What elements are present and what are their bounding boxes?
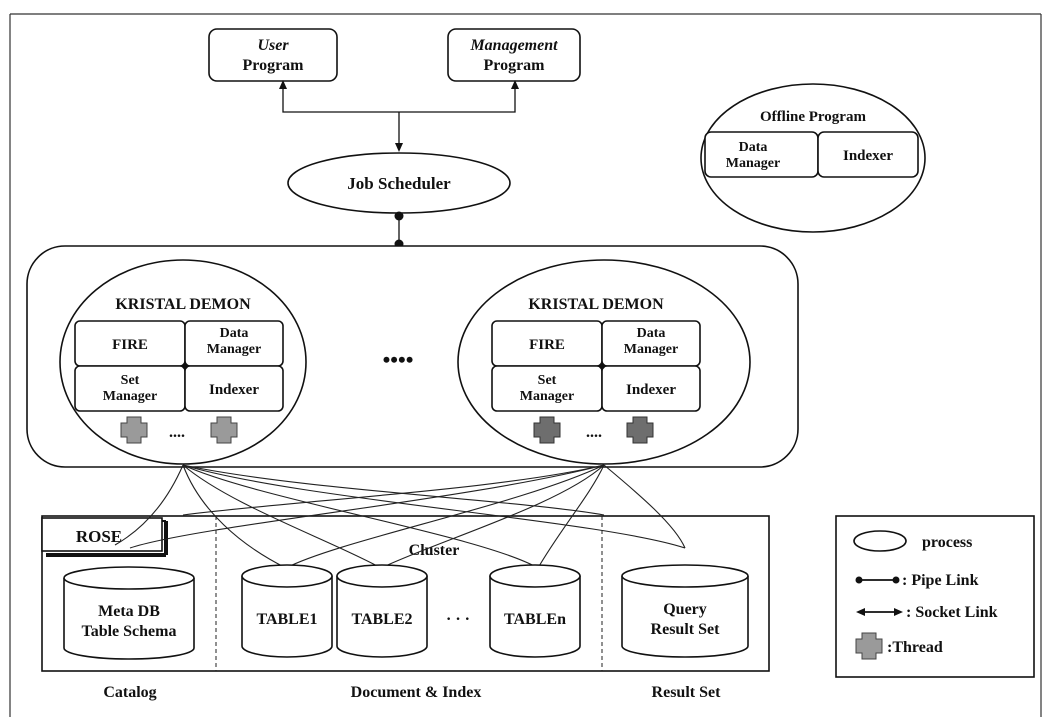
legend-pipe-symbol (855, 576, 900, 584)
demon1-indexer-box (184, 365, 284, 412)
demon1-set-manager-line2: Manager (103, 389, 157, 404)
legend-process: process (922, 534, 972, 551)
offline-indexer-box (817, 131, 919, 178)
management-program-line1: Management (469, 37, 558, 54)
pipe-link-scheduler (394, 211, 404, 249)
section-document-index: Document & Index (351, 684, 482, 701)
demon2-data-manager-line2: Manager (624, 342, 678, 357)
storage-frame (41, 515, 770, 672)
demon2-data-manager-line1: Data (637, 326, 666, 341)
socket-link-curves (114, 464, 686, 569)
cluster-label: Cluster (409, 542, 460, 559)
user-program-box: User Program (208, 28, 338, 82)
legend-process-symbol (853, 530, 907, 552)
section-catalog: Catalog (103, 684, 156, 701)
table2-label: TABLE2 (351, 611, 412, 628)
demon2-indexer-box (601, 365, 701, 412)
demon1-fire: FIRE (112, 337, 148, 353)
demon1-title: KRISTAL DEMON (115, 296, 251, 313)
thread-icon (855, 632, 883, 660)
demon2-thread-dots: .... (586, 424, 602, 441)
user-program-line2: Program (242, 57, 304, 74)
offline-program-process: Offline Program Data Manager Indexer (700, 83, 926, 233)
demon1-data-manager-line1: Data (220, 326, 249, 341)
rose-box: ROSE (41, 517, 168, 557)
meta-db-cylinder: Meta DB Table Schema (63, 566, 195, 660)
demon2-fire: FIRE (529, 337, 565, 353)
thread-icon (120, 416, 148, 444)
thread-icon (533, 416, 561, 444)
user-program-line1: User (257, 37, 289, 54)
meta-db-line2: Table Schema (82, 623, 177, 640)
demon1-thread-dots: .... (169, 424, 185, 441)
management-program-box: Management Program (447, 28, 581, 82)
demon1-indexer: Indexer (209, 382, 259, 398)
table1-label: TABLE1 (256, 611, 317, 628)
tablen-cylinder: TABLEn (489, 564, 581, 658)
offline-indexer-label: Indexer (843, 148, 893, 164)
thread-icon (626, 416, 654, 444)
table1-cylinder: TABLE1 (241, 564, 333, 658)
query-line1: Query (663, 601, 707, 618)
demon2-indexer: Indexer (626, 382, 676, 398)
offline-data-manager-line1: Data (739, 140, 768, 155)
job-scheduler-label: Job Scheduler (347, 174, 451, 193)
tablen-label: TABLEn (504, 611, 566, 628)
offline-data-manager-line2: Manager (726, 156, 780, 171)
legend-socket: : Socket Link (906, 604, 998, 621)
kristal-demon-1: KRISTAL DEMON FIRE Data Manager Set Mana… (59, 259, 307, 465)
job-scheduler-process: Job Scheduler (287, 152, 511, 214)
table2-cylinder: TABLE2 (336, 564, 428, 658)
management-program-line2: Program (483, 57, 545, 74)
query-result-cylinder: Query Result Set (621, 564, 749, 658)
demon2-set-manager-line2: Manager (520, 389, 574, 404)
table-gap-dots: · · · (446, 611, 470, 628)
meta-db-line1: Meta DB (98, 603, 160, 620)
demon1-set-manager-line1: Set (121, 373, 140, 388)
kristal-demon-2: KRISTAL DEMON FIRE Data Manager Set Mana… (457, 259, 751, 465)
query-line2: Result Set (651, 621, 721, 638)
socket-links-top (279, 80, 519, 152)
between-demons-dots: •••• (383, 347, 414, 372)
legend: process : Pipe Link : Socket Link :Threa… (835, 515, 1035, 678)
rose-label: ROSE (76, 527, 122, 546)
demon1-data-manager-line2: Manager (207, 342, 261, 357)
legend-pipe: : Pipe Link (902, 572, 979, 589)
demon2-set-manager-line1: Set (538, 373, 557, 388)
demon2-title: KRISTAL DEMON (528, 296, 664, 313)
legend-thread: :Thread (887, 639, 943, 656)
legend-socket-symbol (856, 608, 903, 616)
section-result-set: Result Set (652, 684, 722, 701)
thread-icon (210, 416, 238, 444)
offline-program-title: Offline Program (760, 109, 866, 125)
